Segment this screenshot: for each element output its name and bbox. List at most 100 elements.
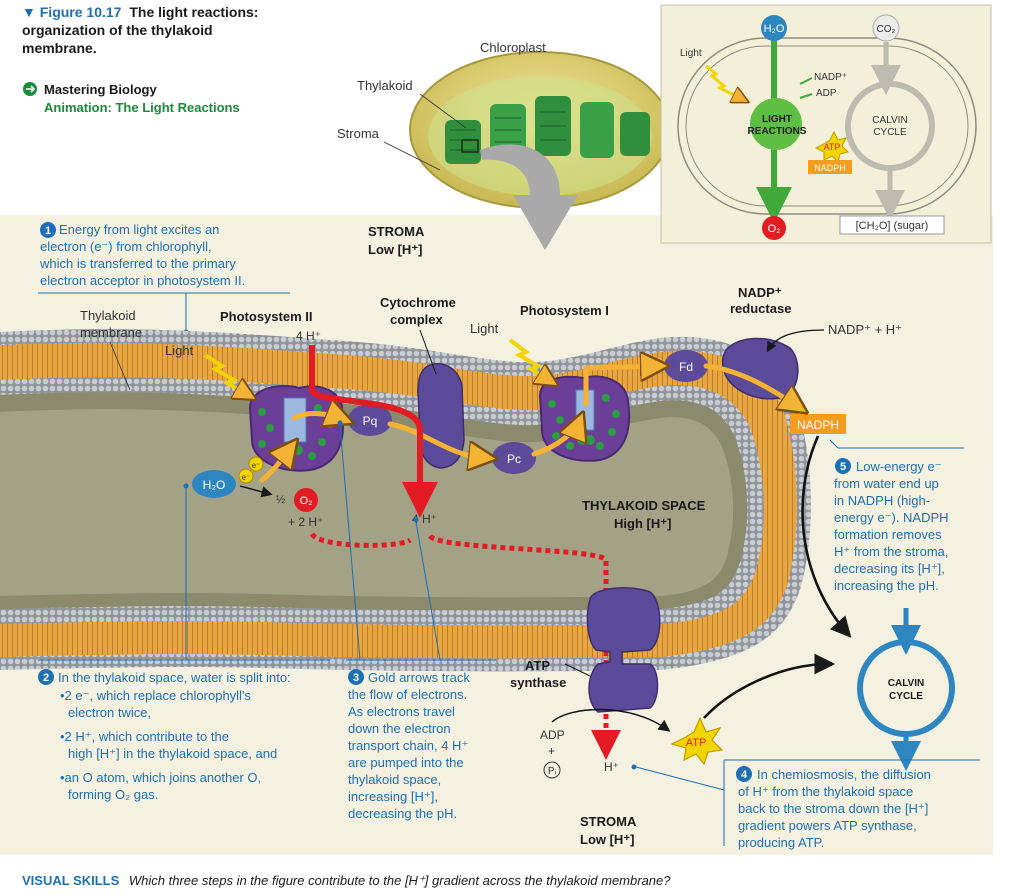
step-3-line-5: transport chain, 4 H⁺	[348, 738, 468, 753]
overview-light-bolt	[705, 64, 744, 100]
step-2-annotation: 2 In the thylakoid space, water is split…	[38, 483, 330, 802]
overview-o2-node	[762, 216, 786, 240]
ps2-light-bolt	[203, 353, 250, 396]
step-3-line-3: As electrons travel	[348, 704, 455, 719]
step-3-number: 3	[353, 672, 359, 684]
step-5-number: 5	[840, 461, 846, 473]
figure-title-2: organization of the thylakoid	[22, 22, 213, 38]
step-5-annotation: 5 Low-energy e⁻ from water end up in NAD…	[829, 439, 964, 593]
electron-1-label: e⁻	[242, 473, 251, 482]
o2-label: O₂	[300, 495, 313, 507]
nadp-reductase-2: reductase	[730, 301, 791, 316]
step-3-line-4: down the electron	[348, 721, 451, 736]
overview-inset: H₂O O₂ LIGHT REACTIONS Light CO₂ CALVIN …	[660, 4, 992, 244]
step-2-b2a: •2 H⁺, which contribute to the	[60, 729, 229, 744]
nadph-box	[790, 414, 846, 434]
ps2-label: Photosystem II	[220, 309, 312, 324]
thylakoid-space-2: High [H⁺]	[614, 516, 671, 531]
animation-link[interactable]: Animation: The Light Reactions	[44, 100, 240, 115]
cytochrome-label-2: complex	[390, 312, 444, 327]
step-4-line-1: In chemiosmosis, the diffusion	[757, 767, 931, 782]
step-3-line-1: Gold arrows track	[368, 670, 470, 685]
stroma-top-2: Low [H⁺]	[368, 242, 423, 257]
step-2-b2b: high [H⁺] in the thylakoid space, and	[68, 746, 277, 761]
calvin-1: CALVIN	[888, 678, 924, 689]
overview-h2o: H₂O	[764, 23, 785, 35]
figure-label: ▼ Figure 10.17	[22, 4, 122, 20]
electron-2-label: e⁻	[252, 461, 261, 470]
ps1-light-bolt	[508, 338, 552, 382]
ps1-label: Photosystem I	[520, 303, 609, 318]
proton-pump-arrow: 4 H⁺ 4 H⁺	[296, 329, 438, 526]
step-1-line-4: electron acceptor in photosystem II.	[40, 273, 245, 288]
overview-adp: ADP	[816, 88, 837, 99]
h2o-label: H₂O	[203, 478, 226, 492]
nadp-reductase-complex: Fd NADP⁺ reductase NADP⁺ + H⁺ NADPH	[664, 285, 902, 434]
thylakoid-space-1: THYLAKOID SPACE	[582, 498, 706, 513]
stroma-label: Stroma	[337, 126, 380, 141]
visual-skills-label: VISUAL SKILLS	[22, 873, 120, 888]
adp-label: ADP	[540, 728, 565, 742]
electron-flow	[259, 366, 800, 483]
overview-sugar-box	[839, 215, 945, 235]
pq-label: Pq	[363, 414, 378, 428]
calvin-2: CYCLE	[889, 691, 923, 702]
step-5-line-7: decreasing its [H⁺],	[834, 561, 945, 576]
nadp-plus-h: NADP⁺ + H⁺	[828, 322, 902, 337]
h-plus-label: H⁺	[604, 760, 619, 774]
atp-synthase-2: synthase	[510, 675, 566, 690]
step-5-line-6: H⁺ from the stroma,	[834, 544, 949, 559]
overview-h2o-node	[761, 15, 787, 41]
plus-label: +	[548, 744, 555, 758]
overview-nadph-box	[808, 160, 852, 174]
overview-lr-2: REACTIONS	[748, 126, 807, 137]
stroma-bottom-1: STROMA	[580, 814, 637, 829]
figure-title-3: membrane.	[22, 40, 97, 56]
two-h-label: + 2 H⁺	[288, 515, 323, 529]
proton-diffusion-path	[309, 532, 606, 745]
o2-node	[294, 488, 318, 512]
thylakoid-membrane-label-2: membrane	[80, 325, 142, 340]
nadph-label: NADPH	[797, 418, 839, 432]
step-3-line-7: thylakoid space,	[348, 772, 441, 787]
step-2-b1b: electron twice,	[68, 705, 151, 720]
step-5-line-2: from water end up	[834, 476, 939, 491]
atp-label: ATP	[686, 737, 707, 749]
chloroplast-illustration: Chloroplast Thylakoid Stroma	[337, 40, 671, 250]
pc-node	[492, 442, 536, 474]
overview-nadp: NADP⁺	[814, 72, 847, 83]
four-h-bottom: 4 H⁺	[412, 512, 437, 526]
step-4-number: 4	[741, 769, 748, 781]
overview-light-reactions-node	[750, 98, 802, 150]
pi-label: Pᵢ	[548, 766, 557, 777]
water-splitting: H₂O e⁻ e⁻ ½ O₂ + 2 H⁺	[192, 456, 323, 529]
cytochrome-complex: Cytochrome complex	[380, 295, 465, 469]
fd-node	[664, 350, 708, 382]
pc-label: Pc	[507, 452, 521, 466]
thylakoid-label: Thylakoid	[357, 78, 413, 93]
step-1-number: 1	[45, 225, 51, 237]
step-5-line-5: formation removes	[834, 527, 942, 542]
step-2-b1a: •2 e⁻, which replace chlorophyll's	[60, 688, 251, 703]
overview-atp-burst	[814, 130, 849, 163]
zoom-box	[461, 139, 479, 153]
step-4-line-3: back to the stroma down the [H⁺]	[738, 801, 928, 816]
step-1-line-1: Energy from light excites an	[59, 222, 219, 237]
overview-sugar: [CH₂O] (sugar)	[856, 220, 929, 232]
overview-o2: O₂	[768, 223, 781, 235]
step-2-b3a: •an O atom, which joins another O,	[60, 770, 261, 785]
overview-calvin-2: CYCLE	[873, 127, 907, 138]
visual-skills-text: Which three steps in the figure contribu…	[129, 873, 671, 888]
mastering-biology-label: Mastering Biology	[44, 82, 157, 97]
overview-nadph: NADPH	[814, 163, 846, 173]
electron-1	[238, 468, 254, 484]
four-h-top: 4 H⁺	[296, 329, 321, 343]
step-4-annotation: 4 In chemiosmosis, the diffusion of H⁺ f…	[631, 759, 980, 850]
step-4-line-2: of H⁺ from the thylakoid space	[738, 784, 913, 799]
ps1-light: Light	[470, 321, 499, 336]
overview-atp: ATP	[824, 142, 841, 152]
figure-title-1: The light reactions:	[129, 4, 258, 20]
atp-synthase-1: ATP	[525, 658, 550, 673]
step-2-line-1: In the thylakoid space, water is split i…	[58, 670, 291, 685]
step-5-line-1: Low-energy e⁻	[856, 459, 942, 474]
